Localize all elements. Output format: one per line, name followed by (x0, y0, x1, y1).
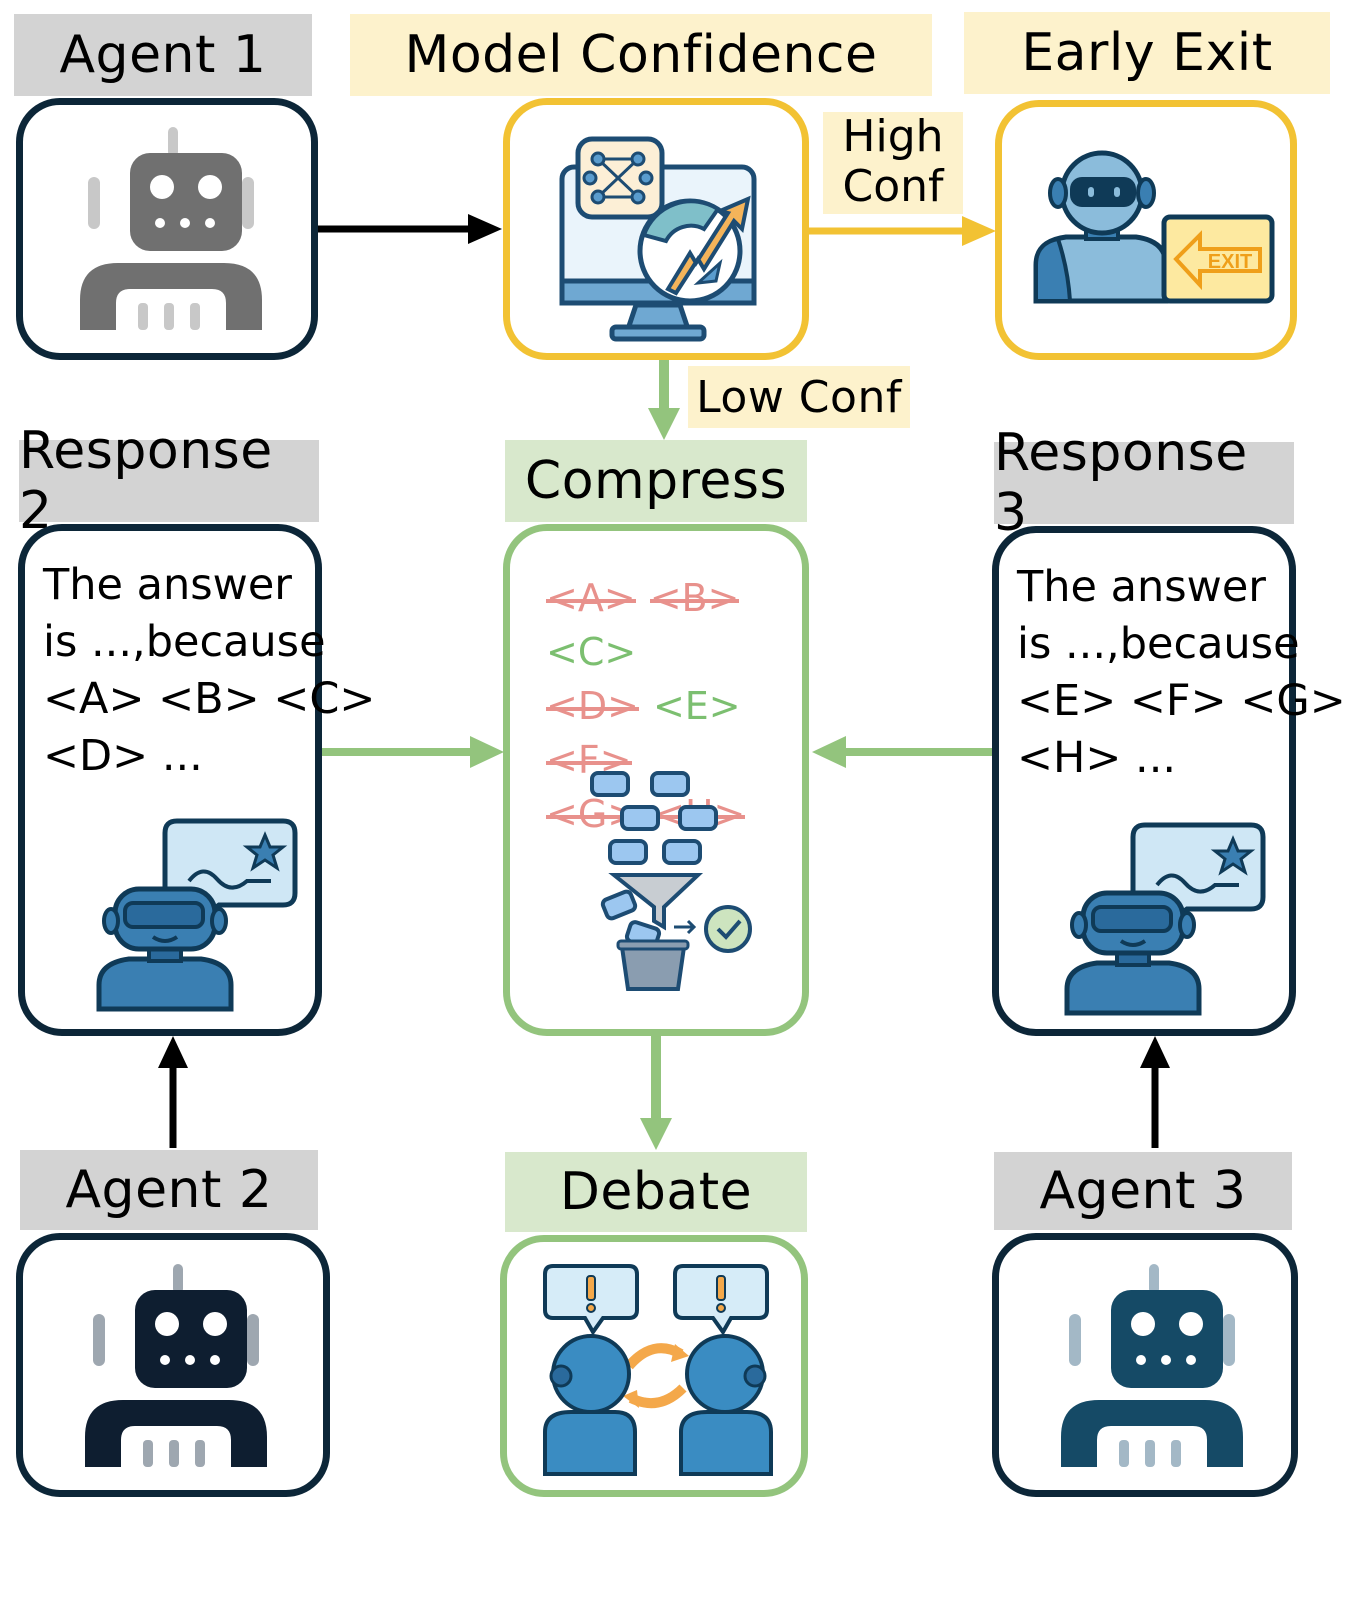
compress-box: <A><B><C><D><E><F><G><H> (503, 524, 809, 1036)
compressed-token-list: <A><B><C><D><E><F><G><H> (546, 571, 802, 841)
compress-label: Compress (505, 440, 807, 522)
kept-token: <E> (652, 684, 741, 728)
robot-speech-icon (96, 818, 298, 1012)
arrow-response3-to-compress (812, 736, 992, 768)
response2-text: The answer is ...,because <A> <B> <C> <D… (43, 560, 376, 781)
early-exit-label-text: Early Exit (1021, 23, 1273, 83)
agent2-box (16, 1233, 330, 1497)
response2-label: Response 2 (19, 421, 319, 541)
removed-token: <D> (546, 679, 639, 733)
removed-token: <A> (546, 571, 636, 625)
model-confidence-label: Model Confidence (350, 14, 932, 96)
agent3-label-text: Agent 3 (1039, 1161, 1247, 1221)
kept-token: <C> (546, 630, 637, 674)
arrow-agent3-to-response3 (1140, 1036, 1170, 1148)
agent1-label-text: Agent 1 (59, 25, 267, 85)
robot-exit-icon: EXIT (1033, 150, 1275, 304)
debate-label-text: Debate (559, 1162, 753, 1222)
agent3-label: Agent 3 (994, 1152, 1292, 1230)
low-conf-label: Low Conf (688, 366, 910, 428)
robots-debating-icon (543, 1264, 773, 1476)
removed-token: <B> (649, 571, 739, 625)
exit-sign-text: EXIT (1208, 251, 1252, 273)
arrow-agent1-to-confidence (318, 214, 502, 244)
arrow-high-conf-to-early-exit (809, 216, 996, 246)
early-exit-label: Early Exit (964, 12, 1330, 94)
high-conf-line2: Conf (842, 161, 944, 212)
monitor-gauge-icon (559, 136, 757, 342)
debate-box (500, 1235, 808, 1497)
model-confidence-label-text: Model Confidence (404, 25, 878, 85)
arrow-response2-to-compress (322, 736, 504, 768)
response3-box: The answer is ...,because <E> <F> <G> <H… (992, 526, 1346, 1036)
filter-funnel-icon (590, 771, 752, 991)
response2-label-text: Response 2 (19, 421, 273, 541)
agent1-label: Agent 1 (14, 14, 312, 96)
debate-label: Debate (505, 1152, 807, 1232)
high-conf-label: High Conf (823, 112, 963, 214)
arrow-compress-to-debate (640, 1036, 672, 1150)
low-conf-label-text: Low Conf (696, 371, 902, 423)
agent2-label: Agent 2 (20, 1150, 318, 1230)
robot-icon (85, 1264, 267, 1467)
model-confidence-box (503, 98, 809, 360)
agent3-box (992, 1233, 1298, 1497)
compress-label-text: Compress (524, 451, 788, 511)
response3-label-text: Response 3 (994, 423, 1248, 543)
agent2-label-text: Agent 2 (65, 1160, 273, 1220)
robot-icon (1061, 1264, 1243, 1467)
early-exit-box: EXIT (995, 100, 1297, 360)
robot-icon (80, 127, 262, 330)
agent1-box (16, 98, 318, 360)
response3-label: Response 3 (994, 423, 1294, 543)
response2-box: The answer is ...,because <A> <B> <C> <D… (18, 524, 375, 1036)
robot-speech-icon (1064, 822, 1266, 1016)
high-conf-line1: High (842, 111, 944, 162)
arrow-agent2-to-response2 (158, 1036, 188, 1148)
response3-text: The answer is ...,because <E> <F> <G> <H… (1017, 562, 1346, 783)
arrow-low-conf-to-compress (648, 360, 680, 440)
